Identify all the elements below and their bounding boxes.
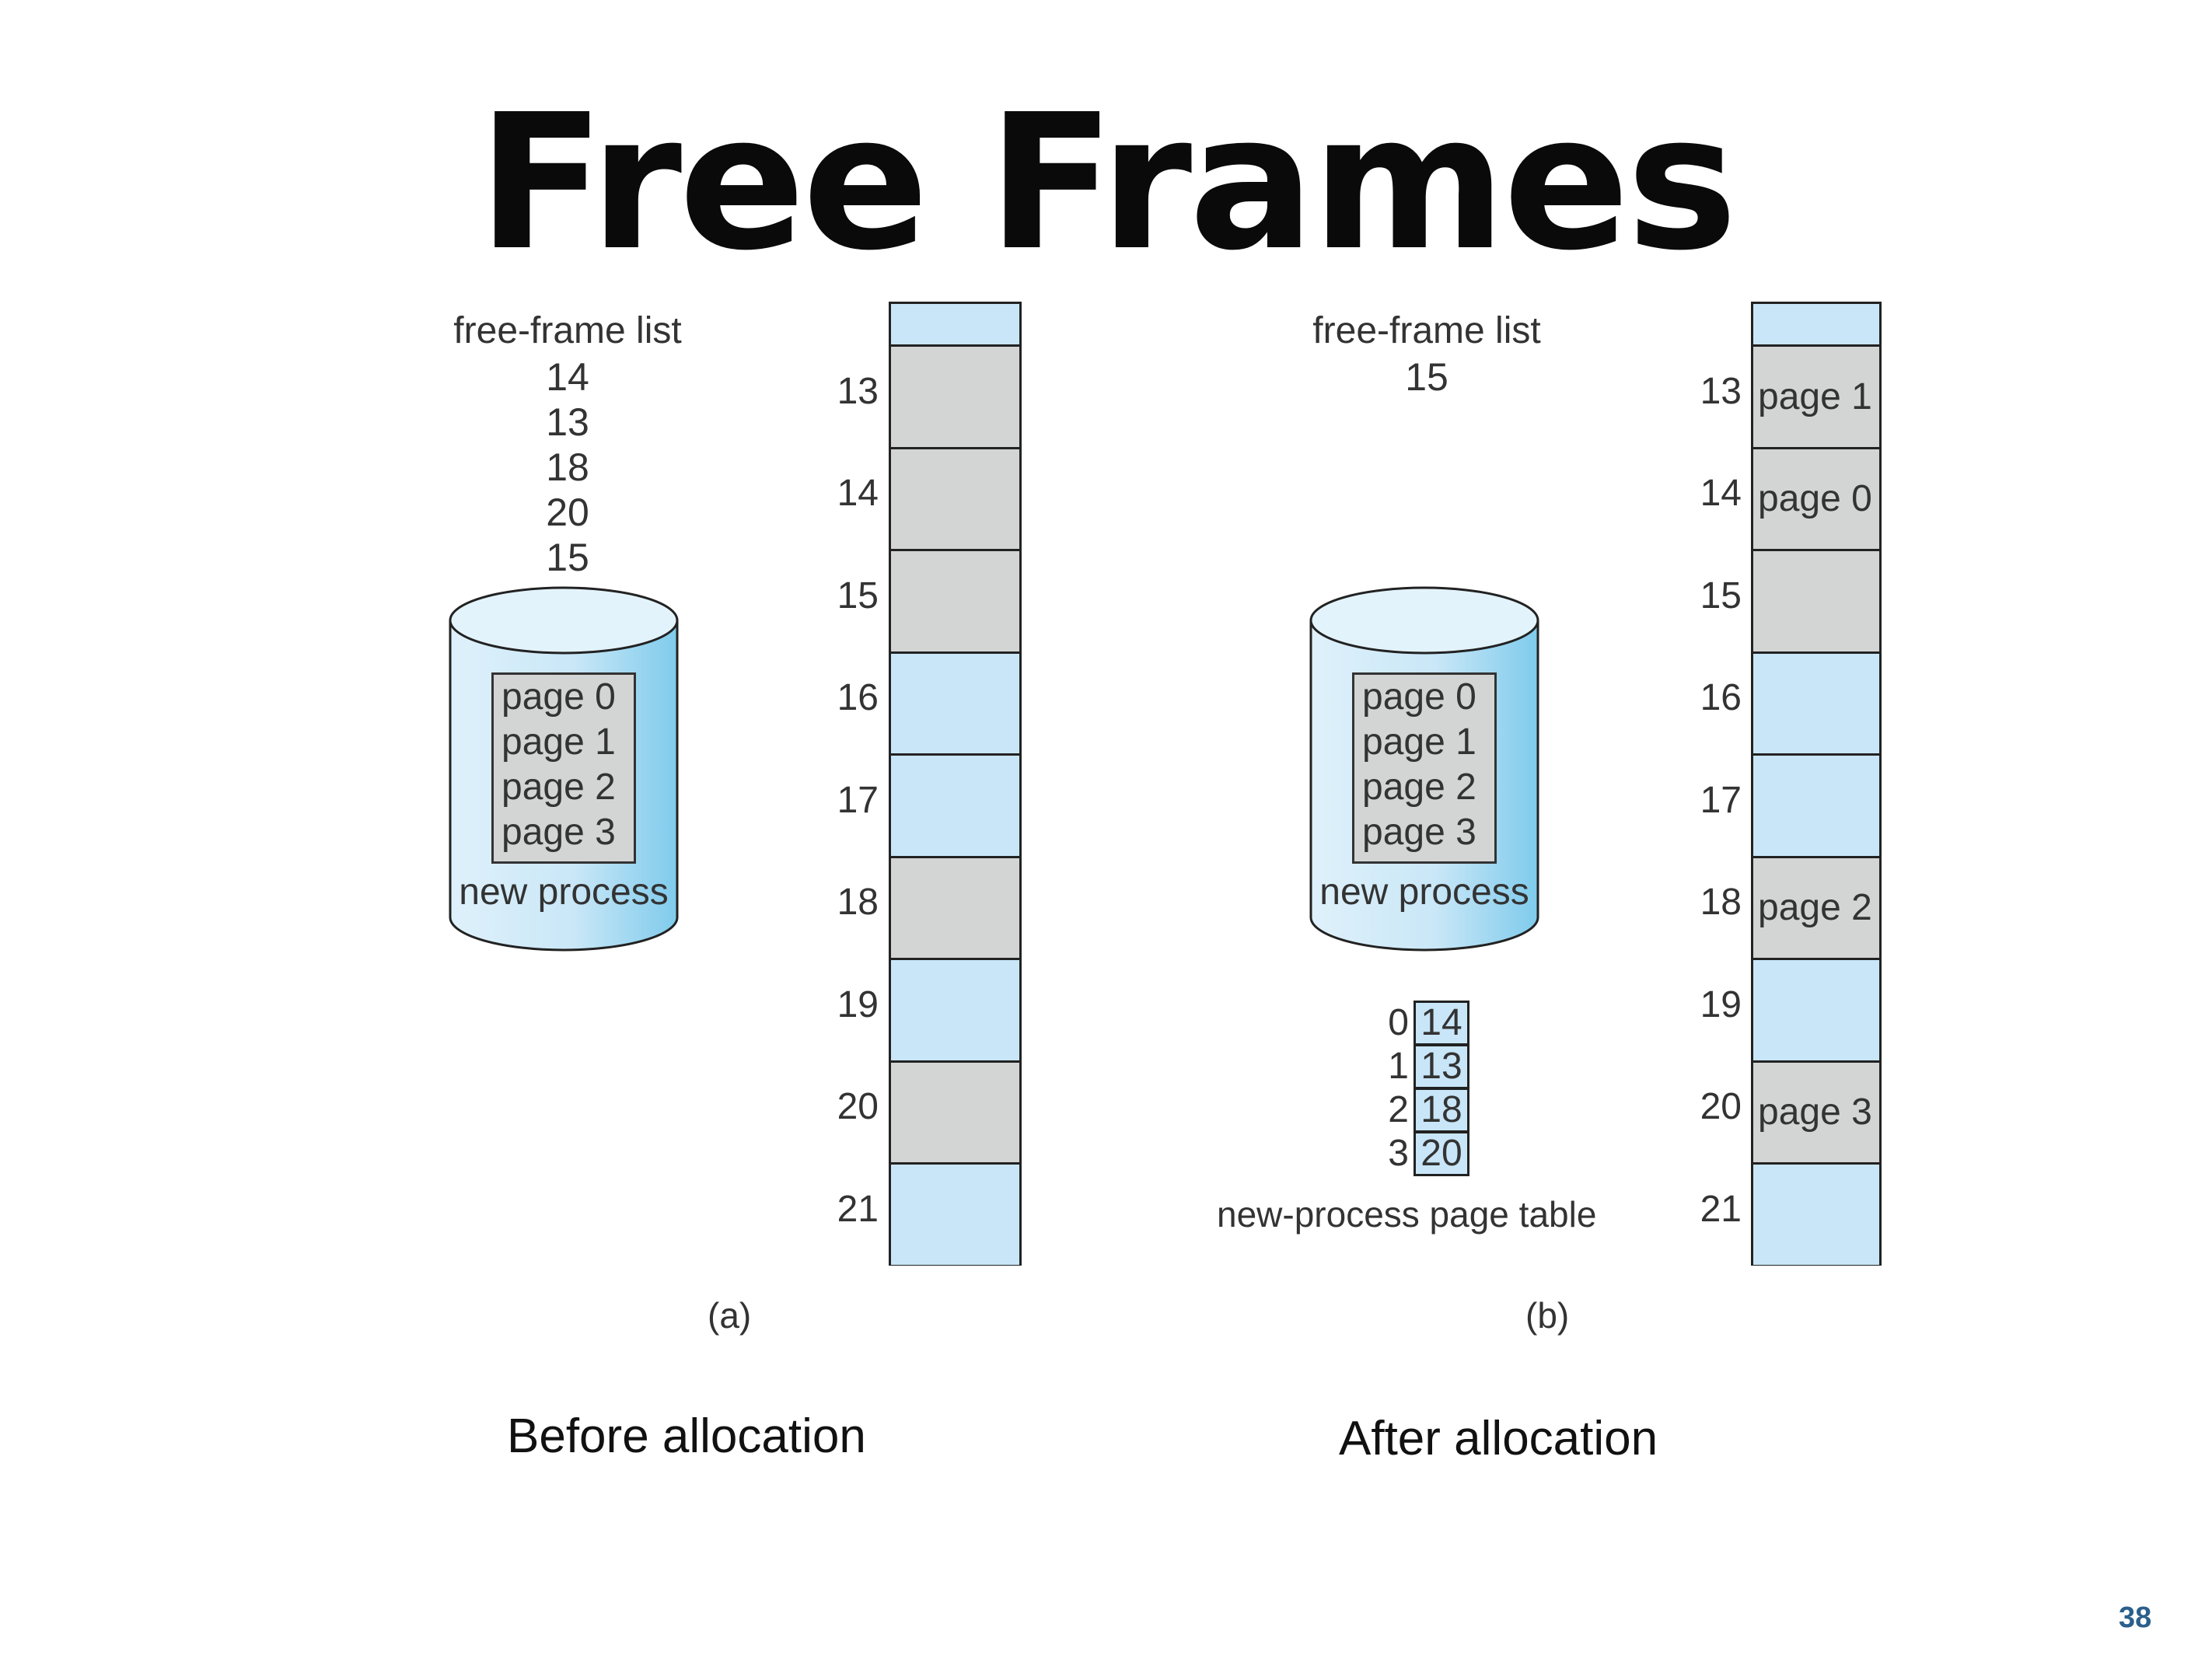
memory-frame — [1753, 549, 1879, 651]
frame-number: 19 — [1700, 983, 1742, 1025]
memory-frame — [891, 549, 1019, 651]
frame-number: 16 — [1700, 677, 1742, 719]
panel-before: free-frame list 14 13 18 20 15 page 0 pa… — [449, 0, 1022, 1659]
new-process-label: new process — [1319, 871, 1529, 913]
new-process-label: new process — [459, 871, 669, 913]
memory-frame: page 1 — [1753, 344, 1879, 447]
memory-frame-partial — [891, 304, 1019, 344]
page-table-index: 0 — [1388, 1002, 1409, 1043]
memory-frame — [891, 344, 1019, 447]
frame-number: 13 — [1700, 370, 1742, 412]
memory-frame — [1753, 958, 1879, 1060]
frame-number: 16 — [837, 677, 879, 719]
memory-frame-partial — [1753, 304, 1879, 344]
page-table-frame: 13 — [1414, 1044, 1469, 1089]
memory-frame — [891, 446, 1019, 549]
memory-frame: page 3 — [1753, 1060, 1879, 1162]
memory-frame — [891, 1162, 1019, 1265]
page-table-frame: 14 — [1414, 1001, 1469, 1046]
free-frame-entry: 15 — [546, 536, 589, 579]
frame-number: 15 — [837, 575, 879, 616]
free-frame-entry: 13 — [546, 400, 589, 444]
page-table-row: 0 14 — [1378, 1001, 1469, 1046]
frame-number: 20 — [1700, 1086, 1742, 1128]
frame-number: 13 — [837, 370, 879, 412]
page-table-index: 1 — [1388, 1046, 1409, 1087]
page-table-row: 1 13 — [1378, 1044, 1469, 1089]
memory-frame — [891, 855, 1019, 958]
frame-number: 17 — [1700, 779, 1742, 821]
process-page: page 3 — [1362, 812, 1476, 853]
frame-number: 21 — [837, 1188, 879, 1230]
frame-number: 17 — [837, 779, 879, 821]
page-table-index: 3 — [1388, 1133, 1409, 1174]
free-frame-list-label: free-frame list — [453, 310, 682, 351]
free-frame-entry: 15 — [1405, 355, 1448, 399]
process-page: page 0 — [1362, 676, 1476, 718]
page-table: 0 14 1 13 2 18 3 20 — [1378, 1001, 1469, 1176]
memory-frame: page 2 — [1753, 855, 1879, 958]
memory-frame — [1753, 651, 1879, 753]
memory-frame — [891, 1060, 1019, 1162]
process-page: page 3 — [501, 812, 616, 853]
memory-frame — [1753, 1162, 1879, 1265]
process-pages-box: page 0 page 1 page 2 page 3 — [1352, 672, 1497, 864]
physical-memory — [889, 302, 1022, 1266]
process-page: page 1 — [1362, 721, 1476, 763]
free-frame-entry: 20 — [546, 491, 589, 534]
process-page: page 1 — [501, 721, 616, 763]
memory-frame — [891, 753, 1019, 856]
memory-frame — [891, 651, 1019, 753]
free-frame-entry: 14 — [546, 355, 589, 399]
frame-number: 15 — [1700, 575, 1742, 616]
page-table-index: 2 — [1388, 1089, 1409, 1130]
caption-after: After allocation — [1339, 1412, 1658, 1465]
slide-title: Free Frames — [477, 74, 1738, 292]
frame-number: 21 — [1700, 1188, 1742, 1230]
memory-frame — [891, 958, 1019, 1060]
process-disk-cylinder — [1309, 586, 1539, 952]
frame-number: 20 — [837, 1086, 879, 1128]
frame-number: 18 — [837, 882, 879, 924]
memory-frame — [1753, 753, 1879, 856]
process-pages-box: page 0 page 1 page 2 page 3 — [491, 672, 636, 864]
figure-sublabel: (a) — [708, 1295, 752, 1336]
frame-number: 18 — [1700, 882, 1742, 924]
slide-number: 38 — [2119, 1601, 2152, 1634]
page-table-label: new-process page table — [1217, 1194, 1597, 1235]
process-page: page 0 — [501, 676, 616, 718]
figure-sublabel: (b) — [1525, 1295, 1570, 1336]
free-frame-list: 14 13 18 20 15 — [490, 355, 645, 580]
caption-before: Before allocation — [507, 1409, 866, 1463]
process-page: page 2 — [501, 767, 616, 808]
frame-numbers: 13 14 15 16 17 18 19 20 21 — [816, 0, 879, 1659]
frame-number: 14 — [837, 473, 879, 515]
free-frame-list-label: free-frame list — [1312, 310, 1541, 351]
frame-number: 19 — [837, 983, 879, 1025]
frame-number: 14 — [1700, 473, 1742, 515]
free-frame-entry: 18 — [546, 445, 589, 489]
process-page: page 2 — [1362, 767, 1476, 808]
page-table-frame: 20 — [1414, 1131, 1469, 1176]
page-table-row: 3 20 — [1378, 1131, 1469, 1176]
memory-frame: page 0 — [1753, 446, 1879, 549]
page-table-frame: 18 — [1414, 1088, 1469, 1133]
page-table-row: 2 18 — [1378, 1088, 1469, 1133]
